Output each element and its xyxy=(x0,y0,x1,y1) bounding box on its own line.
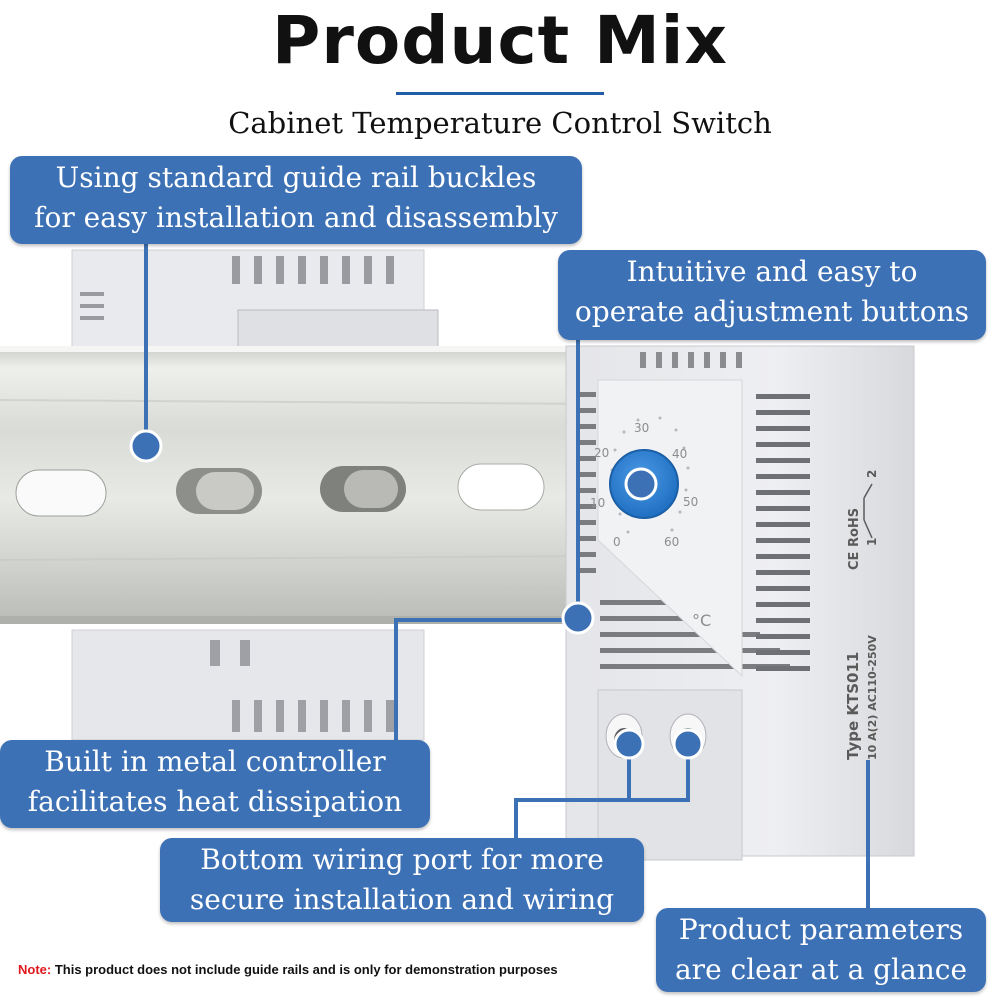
type-label: Type KTS011 xyxy=(844,652,862,760)
dial-label-0: 0 xyxy=(613,535,621,549)
callout-rail-buckles: Using standard guide rail buckles for ea… xyxy=(10,156,582,244)
dial-label-50: 50 xyxy=(683,495,698,509)
unit-label: °C xyxy=(692,611,711,630)
dial-label-30: 30 xyxy=(634,421,649,435)
callout-parameters: Product parameters are clear at a glance xyxy=(656,908,986,992)
callout-rail-buckles-line-1: Using standard guide rail buckles xyxy=(55,161,537,194)
note-label: Note: xyxy=(18,962,52,977)
cert-marks: CE RoHS xyxy=(847,508,862,570)
callout-dots xyxy=(129,429,704,760)
callout-metal-controller-line-2: facilitates heat dissipation xyxy=(27,785,403,818)
callout-rail-buckles-line-2: for easy installation and disassembly xyxy=(34,201,558,234)
left-thermostat-bottom xyxy=(71,629,425,741)
terminal-1-label: 1 xyxy=(865,538,879,546)
din-guide-rail xyxy=(0,346,601,624)
dial-label-60: 60 xyxy=(664,535,679,549)
callout-connectors xyxy=(144,240,870,910)
page-title: Product Mix xyxy=(271,2,729,79)
callout-metal-controller: Built in metal controller facilitates he… xyxy=(0,740,430,828)
callout-wiring-port-line-2: secure installation and wiring xyxy=(189,883,615,916)
note-text: This product does not include guide rail… xyxy=(51,962,558,977)
callout-adjust-buttons-line-1: Intuitive and easy to xyxy=(626,255,918,288)
callout-wiring-port-line-1: Bottom wiring port for more xyxy=(200,843,604,876)
callout-parameters-line-2: are clear at a glance xyxy=(674,953,968,986)
terminal-2-label: 2 xyxy=(865,470,879,478)
callout-metal-controller-line-1: Built in metal controller xyxy=(44,745,386,778)
title-underline xyxy=(396,92,604,95)
dial-label-20: 20 xyxy=(594,446,609,460)
disclaimer-note: Note: This product does not include guid… xyxy=(18,962,558,977)
dial-label-40: 40 xyxy=(672,447,687,461)
callout-parameters-line-1: Product parameters xyxy=(678,913,964,946)
page-subtitle: Cabinet Temperature Control Switch xyxy=(228,106,772,140)
dial-label-10: 10 xyxy=(590,496,605,510)
callout-wiring-port: Bottom wiring port for more secure insta… xyxy=(160,838,644,922)
callout-adjust-buttons: Intuitive and easy to operate adjustment… xyxy=(558,250,986,340)
left-thermostat-top xyxy=(71,249,439,351)
callout-adjust-buttons-line-2: operate adjustment buttons xyxy=(574,295,970,328)
kts011-thermostat: 0 10 20 30 40 50 60 °C Type KTS011 10 A(… xyxy=(565,345,915,861)
rating-label: 10 A(2) AC110-250V xyxy=(866,635,879,760)
